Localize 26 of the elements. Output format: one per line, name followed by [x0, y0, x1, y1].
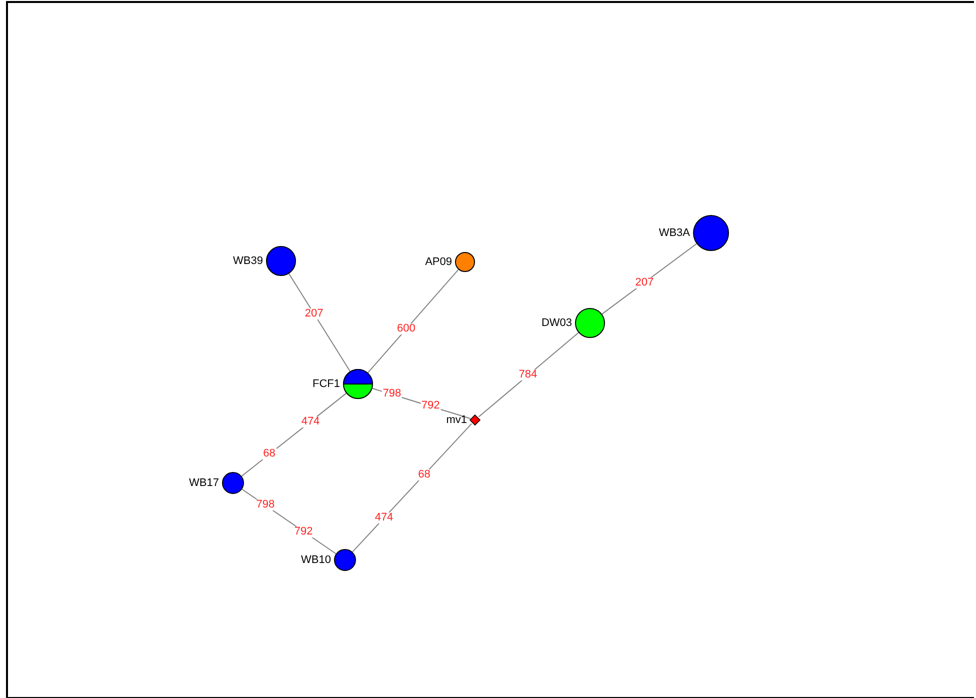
node-label: FCF1	[312, 378, 340, 390]
node-label: WB39	[233, 256, 263, 266]
edge-label: 207	[634, 277, 655, 288]
edge-label: 600	[396, 324, 416, 335]
edge-label: 798	[382, 388, 402, 400]
connector-line	[367, 269, 459, 374]
connector-line	[602, 243, 698, 315]
node-label: WB17	[189, 478, 219, 488]
edge-label: 207	[304, 308, 324, 320]
node-label: DW03	[541, 318, 572, 328]
edge-label: 68	[417, 469, 432, 480]
connector-line	[288, 273, 351, 372]
edge-label: 798	[255, 500, 276, 511]
edge-label: 792	[420, 400, 441, 412]
edge-label: 474	[300, 416, 321, 428]
connector-line	[352, 423, 472, 552]
connector-line	[241, 392, 347, 477]
edge-label: 792	[293, 526, 314, 537]
node-label: WB10	[301, 554, 331, 566]
node-label: mv1	[446, 414, 467, 426]
connector-line	[478, 332, 580, 418]
edge-label: 784	[518, 370, 538, 381]
edge-label: 68	[262, 448, 276, 460]
node-label: AP09	[425, 256, 452, 268]
edge-label: 474	[374, 512, 394, 524]
node-label: WB3A	[658, 228, 690, 238]
